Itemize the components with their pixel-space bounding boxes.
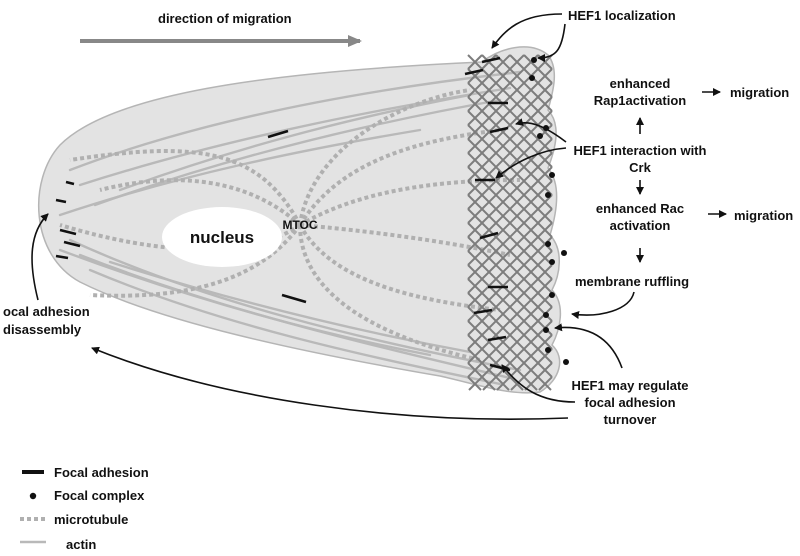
enhanced-rap1-label-1: enhanced (610, 76, 671, 91)
actin-mesh-strand (482, 320, 553, 391)
actin-mesh-strand (524, 362, 553, 391)
actin-filaments (58, 70, 522, 386)
actin-mesh-strand (468, 306, 553, 391)
hef1-crk-label-1: HEF1 interaction with (574, 143, 707, 158)
actin-mesh-strand (496, 334, 553, 391)
enhanced-rap1-label-2: Rap1activation (594, 93, 687, 108)
legend: Focal adhesion Focal complex microtubule… (20, 465, 149, 552)
actin-mesh-strand (538, 376, 553, 391)
hef1-regulate-arrow-1 (554, 323, 623, 369)
actin-mesh-strand (467, 376, 482, 391)
legend-actin-label: actin (66, 537, 96, 552)
actin-mesh-strand (467, 334, 524, 391)
cell-body (37, 46, 562, 394)
legend-focal-adhesion-label: Focal adhesion (54, 465, 149, 480)
membrane-ruffling-label: membrane ruffling (575, 274, 689, 289)
nucleus-label: nucleus (190, 228, 254, 247)
legend-focal-complex-symbol (29, 492, 37, 500)
nucleus (162, 207, 282, 267)
direction-label: direction of migration (158, 11, 292, 26)
actin-mesh-strand (467, 320, 538, 391)
focal-complexes (529, 57, 569, 365)
membrane-ruffling-arrow (571, 291, 635, 319)
actin-mesh-strand (467, 348, 510, 391)
hef1-localization-arrow-1 (491, 13, 563, 49)
actin-meshwork (467, 54, 553, 391)
legend-microtubule-label: microtubule (54, 512, 128, 527)
actin-mesh-strand (510, 348, 553, 391)
hef1-crk-arrow-2 (495, 147, 567, 179)
hef1-localization-label: HEF1 localization (568, 8, 676, 23)
hef1-crk-label-2: Crk (629, 160, 651, 175)
enhanced-rac-label-1: enhanced Rac (596, 201, 684, 216)
hef1-regulate-arrow-3 (91, 346, 569, 420)
hef1-regulate-label-1: HEF1 may regulate (571, 378, 688, 393)
enhanced-rac-label-2: activation (610, 218, 671, 233)
hef1-regulate-label-3: turnover (604, 412, 657, 427)
mtoc-label: MTOC (282, 218, 317, 232)
migration-label-2: migration (734, 208, 793, 223)
fa-disassembly-label-2: disassembly (3, 322, 82, 337)
migration-label-1: migration (730, 85, 789, 100)
fa-disassembly-label-1: ocal adhesion (3, 304, 90, 319)
hef1-crk-arrow-1 (515, 118, 567, 143)
actin-mesh-strand (467, 362, 496, 391)
hef1-regulate-label-2: focal adhesion (584, 395, 675, 410)
fa-disassembly-arrow (31, 213, 49, 301)
hef1-localization-arrow-2 (537, 23, 566, 62)
hef1-regulate-arrow-2 (501, 364, 576, 403)
legend-focal-complex-label: Focal complex (54, 488, 145, 503)
